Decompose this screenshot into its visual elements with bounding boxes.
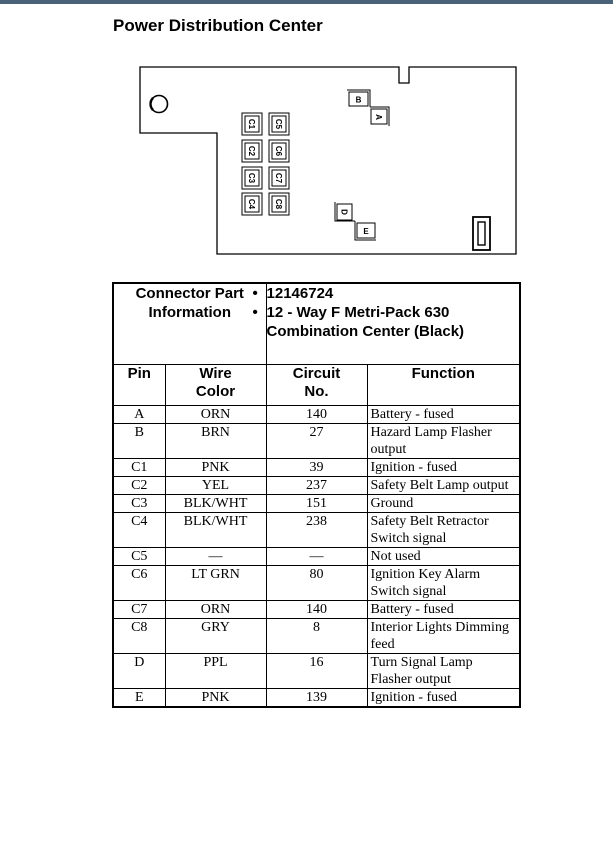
cavity-c5-label: C5 bbox=[274, 119, 283, 130]
circuit-cell: 140 bbox=[265, 600, 368, 619]
circuit-cell: 151 bbox=[265, 494, 368, 513]
connector-diagram: B A C1 C2 C3 C4 C5 C6 C7 C8 D E bbox=[139, 66, 517, 255]
fuse-terminal-inner bbox=[477, 221, 486, 246]
connector-info-row: Connector Part Information 12146724 12 -… bbox=[111, 282, 522, 365]
connector-part-number: 12146724 bbox=[253, 284, 520, 303]
column-header-function: Function bbox=[366, 364, 522, 406]
circuit-cell: 139 bbox=[265, 688, 368, 708]
pin-cell: C8 bbox=[112, 618, 166, 654]
circuit-cell: 140 bbox=[265, 405, 368, 424]
fuse-terminal-outer bbox=[472, 216, 491, 251]
function-cell: Ground bbox=[366, 494, 522, 513]
function-cell: Not used bbox=[366, 547, 522, 566]
pin-cell: C1 bbox=[112, 458, 166, 477]
table-row: C5——Not used bbox=[112, 547, 522, 566]
circuit-cell: — bbox=[265, 547, 368, 566]
cavity-d-box bbox=[336, 203, 353, 221]
cavity-c6-label: C6 bbox=[274, 146, 283, 157]
cavity-a-label: A bbox=[374, 114, 383, 120]
pin-cell: D bbox=[112, 653, 166, 689]
connector-body-outline bbox=[139, 66, 517, 255]
function-cell: Hazard Lamp Flasher output bbox=[366, 423, 522, 459]
cavity-c7-label: C7 bbox=[274, 173, 283, 184]
page-title: Power Distribution Center bbox=[113, 16, 323, 35]
wire-color-cell: YEL bbox=[164, 476, 267, 495]
pin-cell: C2 bbox=[112, 476, 166, 495]
wire-color-cell: LT GRN bbox=[164, 565, 267, 601]
wire-color-cell: PPL bbox=[164, 653, 267, 689]
function-cell: Ignition Key Alarm Switch signal bbox=[366, 565, 522, 601]
circuit-cell: 8 bbox=[265, 618, 368, 654]
circuit-cell: 80 bbox=[265, 565, 368, 601]
wire-color-cell: PNK bbox=[164, 688, 267, 708]
pin-cell: A bbox=[112, 405, 166, 424]
cavity-c4-label: C4 bbox=[247, 199, 256, 210]
connector-pin-table: Connector Part Information 12146724 12 -… bbox=[111, 282, 522, 708]
circuit-cell: 237 bbox=[265, 476, 368, 495]
pin-cell: E bbox=[112, 688, 166, 708]
column-header-wire-color: Wire Color bbox=[164, 364, 267, 406]
function-cell: Interior Lights Dimming feed bbox=[366, 618, 522, 654]
pin-cell: C7 bbox=[112, 600, 166, 619]
pin-cell: C6 bbox=[112, 565, 166, 601]
wire-color-cell: BRN bbox=[164, 423, 267, 459]
cavity-d-label: D bbox=[340, 209, 349, 215]
column-header-pin: Pin bbox=[112, 364, 166, 406]
function-cell: Battery - fused bbox=[366, 405, 522, 424]
cavity-c3-label: C3 bbox=[247, 173, 256, 184]
pin-cell: B bbox=[112, 423, 166, 459]
wire-color-cell: BLK/WHT bbox=[164, 494, 267, 513]
function-cell: Battery - fused bbox=[366, 600, 522, 619]
cavity-b-box bbox=[348, 91, 369, 107]
function-cell: Turn Signal Lamp Flasher output bbox=[366, 653, 522, 689]
circuit-cell: 27 bbox=[265, 423, 368, 459]
wire-color-cell: — bbox=[164, 547, 267, 566]
circuit-cell: 16 bbox=[265, 653, 368, 689]
cavity-b-label: B bbox=[356, 96, 362, 105]
pin-cell: C5 bbox=[112, 547, 166, 566]
table-header-row: Pin Wire Color Circuit No. Function bbox=[112, 364, 522, 406]
circuit-cell: 238 bbox=[265, 512, 368, 548]
wire-color-cell: BLK/WHT bbox=[164, 512, 267, 548]
function-cell: Safety Belt Retractor Switch signal bbox=[366, 512, 522, 548]
cavity-e-box bbox=[356, 222, 376, 239]
connector-part-info-label: Connector Part Information bbox=[111, 282, 267, 365]
cavity-c1-label: C1 bbox=[247, 119, 256, 130]
pin-cell: C4 bbox=[112, 512, 166, 548]
cavity-a-box bbox=[370, 108, 388, 125]
function-cell: Safety Belt Lamp output bbox=[366, 476, 522, 495]
connector-part-info-list: 12146724 12 - Way F Metri-Pack 630 Combi… bbox=[253, 282, 522, 365]
circuit-cell: 39 bbox=[265, 458, 368, 477]
cavity-c8-label: C8 bbox=[274, 199, 283, 210]
function-cell: Ignition - fused bbox=[366, 688, 522, 708]
wire-color-cell: ORN bbox=[164, 405, 267, 424]
connector-description: 12 - Way F Metri-Pack 630 Combination Ce… bbox=[253, 303, 520, 341]
top-border-bar bbox=[0, 0, 613, 4]
wire-color-cell: PNK bbox=[164, 458, 267, 477]
pin-cell: C3 bbox=[112, 494, 166, 513]
wire-color-cell: ORN bbox=[164, 600, 267, 619]
cavity-c2-label: C2 bbox=[247, 146, 256, 157]
cavity-e-label: E bbox=[363, 227, 369, 236]
column-header-circuit: Circuit No. bbox=[265, 364, 368, 406]
wire-color-cell: GRY bbox=[164, 618, 267, 654]
function-cell: Ignition - fused bbox=[366, 458, 522, 477]
